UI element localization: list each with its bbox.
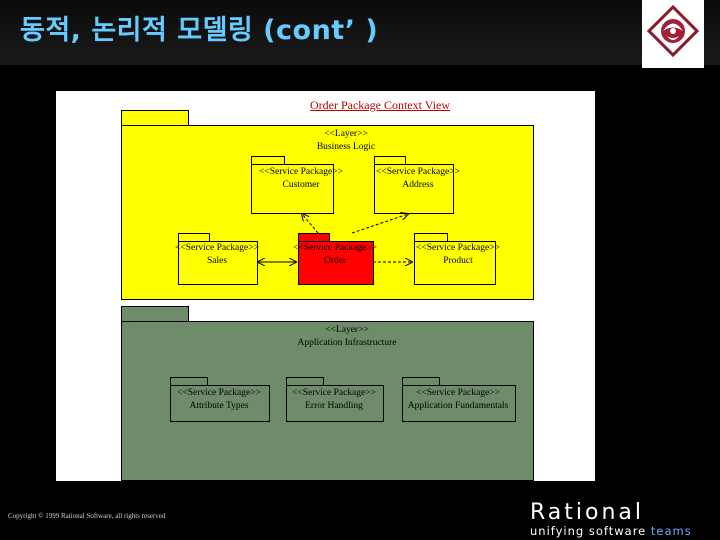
infrastructure-layer-label: <<Layer>> Application Infrastructure <box>262 324 432 350</box>
business-layer-label: <<Layer>> Business Logic <box>276 128 416 154</box>
infrastructure-layer-name: Application Infrastructure <box>297 338 397 348</box>
sales-name: Sales <box>206 256 228 266</box>
order-package-label: <<Service Package>> Order <box>270 242 400 268</box>
attribute-types-package-label: <<Service Package>> Attribute Types <box>154 387 284 413</box>
attribute-types-stereotype: <<Service Package>> <box>177 388 261 398</box>
customer-stereotype: <<Service Package>> <box>259 167 343 177</box>
sales-package-label: <<Service Package>> Sales <box>152 242 282 268</box>
business-layer-stereotype: <<Layer>> <box>324 129 368 139</box>
brand-tagline-text: unifying software <box>530 524 647 538</box>
product-package <box>414 241 496 285</box>
rational-brand-logo: Rational unifying software teams <box>530 500 710 538</box>
address-package <box>374 164 454 214</box>
order-stereotype: <<Service Package>> <box>293 243 377 253</box>
brand-tagline: unifying software teams <box>530 524 692 538</box>
error-handling-package <box>286 385 384 422</box>
attribute-types-name: Attribute Types <box>189 401 249 411</box>
product-name: Product <box>443 256 473 266</box>
rational-rose-logo-icon <box>642 0 704 68</box>
title-bar <box>0 0 720 65</box>
customer-package-label: <<Service Package>> Customer <box>236 166 366 192</box>
attribute-types-package <box>170 385 270 422</box>
sales-stereotype: <<Service Package>> <box>175 243 259 253</box>
app-fundamentals-package-label: <<Service Package>> Application Fundamen… <box>393 387 523 413</box>
address-stereotype: <<Service Package>> <box>376 167 460 177</box>
error-handling-package-label: <<Service Package>> Error Handling <box>269 387 399 413</box>
slide-title: 동적, 논리적 모델링 (cont’ ) <box>20 15 379 46</box>
order-package <box>298 241 374 285</box>
address-package-label: <<Service Package>> Address <box>353 166 483 192</box>
business-layer-name: Business Logic <box>316 142 376 152</box>
product-package-label: <<Service Package>> Product <box>393 242 523 268</box>
app-fundamentals-name: Application Fundamentals <box>407 401 509 411</box>
brand-name: Rational <box>530 500 645 525</box>
order-name: Order <box>323 256 347 266</box>
address-name: Address <box>402 180 434 190</box>
customer-package <box>251 164 334 214</box>
diagram-title: Order Package Context View <box>310 98 451 112</box>
copyright-text: Copyright © 1999 Rational Software, all … <box>8 512 166 520</box>
app-fundamentals-package <box>402 385 516 422</box>
error-handling-stereotype: <<Service Package>> <box>292 388 376 398</box>
customer-name: Customer <box>282 180 320 190</box>
error-handling-name: Error Handling <box>305 401 363 411</box>
product-stereotype: <<Service Package>> <box>416 243 500 253</box>
brand-tagline-accent: teams <box>650 524 692 538</box>
app-fundamentals-stereotype: <<Service Package>> <box>416 388 500 398</box>
infrastructure-layer-stereotype: <<Layer>> <box>325 325 369 335</box>
